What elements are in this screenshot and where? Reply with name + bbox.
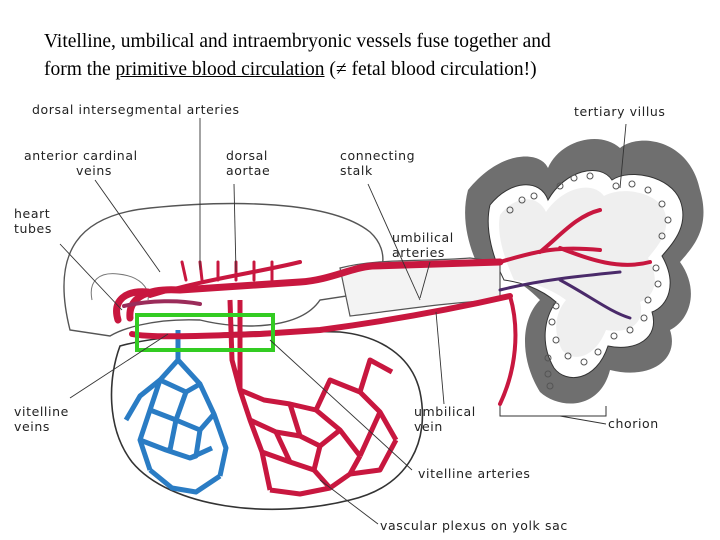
leader-tertiary-villus bbox=[619, 123, 627, 189]
leader-vitelline-veins bbox=[69, 333, 169, 399]
label-umbilical-vein-line-1: umbilical bbox=[414, 404, 476, 419]
leader-vascular-plexus bbox=[319, 479, 379, 525]
label-umbilical-arteries-line-1: umbilical bbox=[392, 230, 454, 245]
heart-tube bbox=[113, 288, 152, 324]
label-dorsal-aortae: dorsal aortae bbox=[226, 148, 270, 178]
label-vitelline-veins: vitelline veins bbox=[14, 404, 69, 434]
label-heart-tubes: heart tubes bbox=[14, 206, 52, 236]
heart-region-highlight-box bbox=[135, 313, 275, 352]
label-vitelline-veins-line-2: veins bbox=[14, 419, 50, 434]
label-connecting-stalk: connecting stalk bbox=[340, 148, 415, 178]
heading-line-1: Vitelline, umbilical and intraembryonic … bbox=[44, 31, 551, 52]
heading-line-2: form the primitive blood circulation (≠ … bbox=[44, 56, 704, 84]
label-vascular-plexus-on-yolk-sac: vascular plexus on yolk sac bbox=[380, 518, 568, 533]
leader-vitelline-arteries bbox=[269, 339, 413, 471]
label-umbilical-vein: umbilical vein bbox=[414, 404, 476, 434]
label-umbilical-vein-line-2: vein bbox=[414, 419, 443, 434]
label-dorsal-aortae-line-2: aortae bbox=[226, 163, 271, 178]
label-connecting-stalk-line-2: stalk bbox=[340, 163, 373, 178]
label-dorsal-aortae-line-1: dorsal bbox=[226, 148, 268, 163]
leader-heart-tubes bbox=[59, 243, 123, 311]
label-umbilical-arteries: umbilical arteries bbox=[392, 230, 454, 260]
label-anterior-cardinal-line-1: anterior cardinal bbox=[24, 148, 138, 163]
leader-umbilical-arteries bbox=[419, 261, 431, 299]
primitive-circulation-term: primitive blood circulation bbox=[115, 59, 325, 80]
label-vitelline-arteries: vitelline arteries bbox=[418, 466, 531, 481]
label-anterior-cardinal-line-2: veins bbox=[76, 163, 112, 178]
label-heart-tubes-line-1: heart bbox=[14, 206, 51, 221]
dorsal-aorta-upper bbox=[148, 260, 302, 298]
label-anterior-cardinal-veins: anterior cardinal veins bbox=[24, 148, 138, 178]
label-tertiary-villus: tertiary villus bbox=[574, 104, 666, 119]
slide-heading: Vitelline, umbilical and intraembryonic … bbox=[44, 28, 704, 84]
heading-line-2-suffix: (≠ fetal blood circulation!) bbox=[324, 59, 537, 80]
umbilical-artery bbox=[129, 293, 513, 340]
label-chorion: chorion bbox=[608, 416, 659, 431]
label-leader-lines bbox=[59, 118, 627, 525]
anterior-cardinal-vein bbox=[122, 299, 202, 308]
heading-line-2-prefix: form the bbox=[44, 59, 116, 80]
vitelline-artery-plexus bbox=[227, 299, 399, 497]
intraembryonic-vessels bbox=[113, 208, 652, 406]
vitelline-vein-plexus bbox=[123, 330, 229, 495]
dorsal-aorta bbox=[126, 258, 504, 322]
villus-veins bbox=[498, 270, 632, 320]
leader-connecting-stalk bbox=[367, 183, 421, 301]
label-connecting-stalk-line-1: connecting bbox=[340, 148, 416, 163]
trophoblast-cells bbox=[506, 172, 672, 390]
chorion-vessel-descending bbox=[498, 294, 518, 406]
leader-dorsal-aortae bbox=[233, 183, 237, 273]
label-heart-tubes-line-2: tubes bbox=[14, 221, 52, 236]
label-umbilical-arteries-line-2: arteries bbox=[392, 245, 446, 260]
embryo-outline bbox=[63, 202, 384, 337]
chorion-bracket bbox=[499, 406, 607, 417]
label-dorsal-intersegmental-arteries: dorsal intersegmental arteries bbox=[32, 102, 240, 117]
leader-anterior-cardinal bbox=[94, 179, 161, 273]
leader-chorion bbox=[559, 415, 607, 425]
leader-umbilical-vein bbox=[435, 311, 445, 405]
villus-arteries bbox=[498, 208, 652, 267]
label-vitelline-veins-line-1: vitelline bbox=[14, 404, 69, 419]
chorion-villus bbox=[465, 138, 704, 404]
